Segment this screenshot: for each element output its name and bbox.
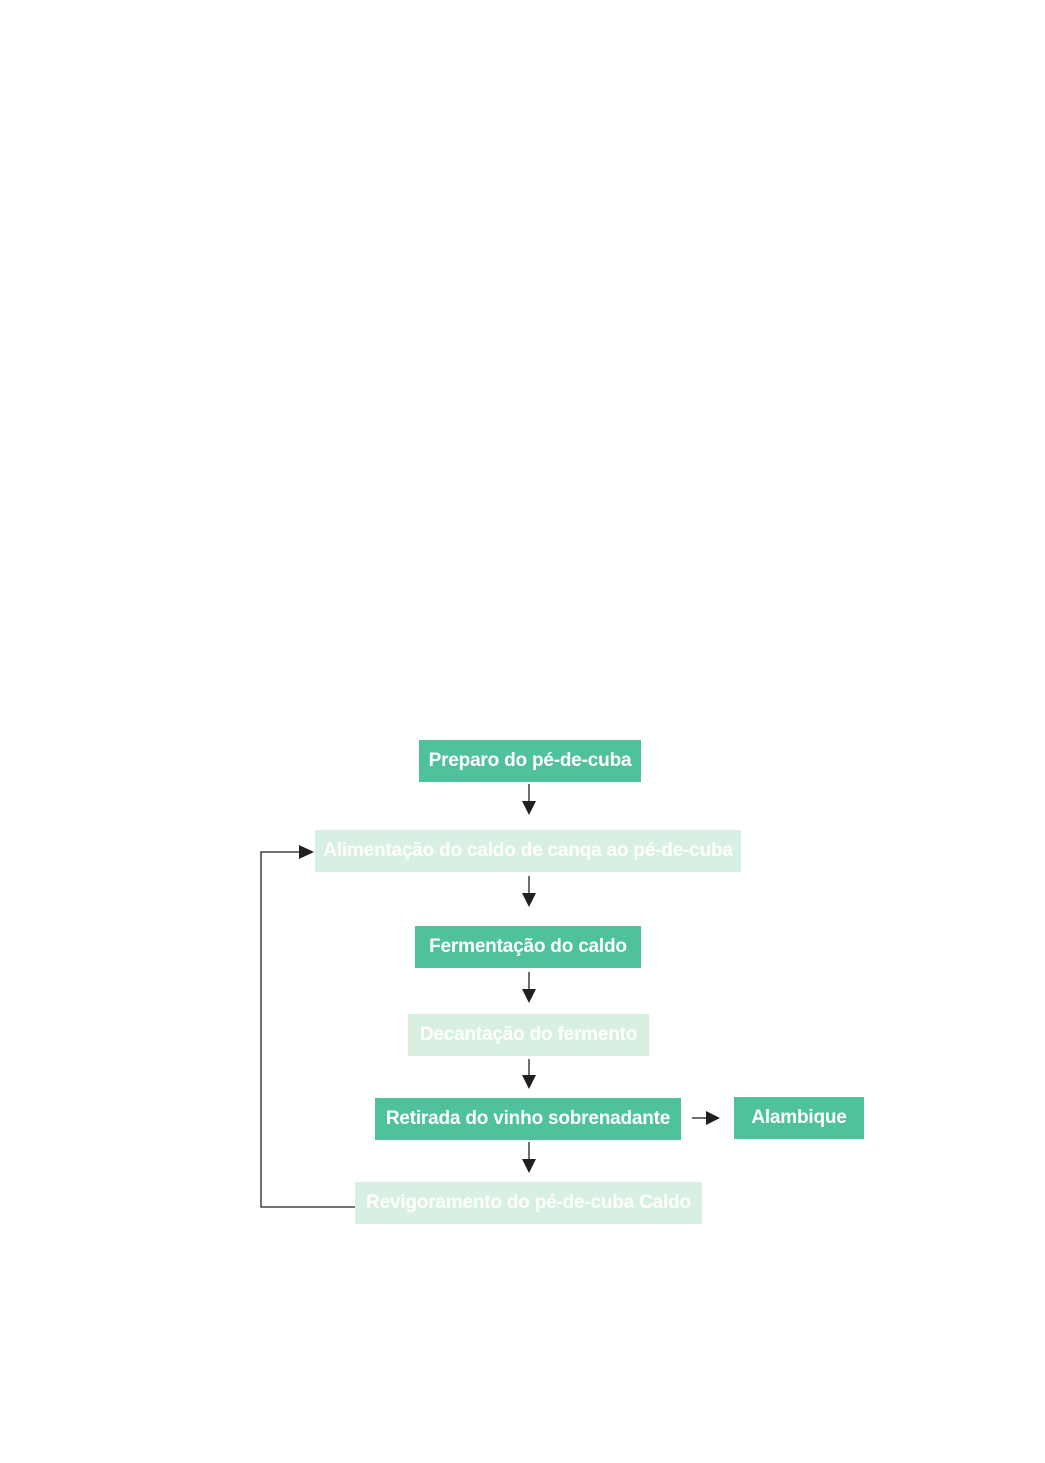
node-alambique-label: Alambique <box>751 1107 847 1128</box>
node-alambique: Alambique <box>734 1097 864 1139</box>
node-revigoramento: Revigoramento do pé-de-cuba Caldo <box>355 1182 702 1224</box>
arrowhead-down-2 <box>522 893 536 907</box>
arrowhead-down-1 <box>522 801 536 815</box>
node-fermentacao-label: Fermentação do caldo <box>429 936 627 957</box>
arrowhead-right-alambique <box>706 1111 720 1125</box>
node-preparo: Preparo do pé-de-cuba <box>419 740 641 782</box>
node-preparo-label: Preparo do pé-de-cuba <box>428 750 632 771</box>
node-decantacao: Decantação do fermento <box>408 1014 649 1056</box>
edge-revigoramento-alimentacao <box>260 851 355 1208</box>
arrowhead-down-5 <box>522 1159 536 1173</box>
node-retirada: Retirada do vinho sobrenadante <box>375 1098 681 1140</box>
arrowhead-down-4 <box>522 1075 536 1089</box>
node-revigoramento-label: Revigoramento do pé-de-cuba Caldo <box>366 1192 691 1213</box>
node-decantacao-label: Decantação do fermento <box>419 1024 638 1045</box>
arrowhead-down-3 <box>522 989 536 1003</box>
node-fermentacao: Fermentação do caldo <box>415 926 641 968</box>
node-alimentacao: Alimentação do caldo de canqa ao pé-de-c… <box>315 830 741 872</box>
node-alimentacao-label: Alimentação do caldo de canqa ao pé-de-c… <box>323 840 733 861</box>
arrowhead-right-loop <box>299 845 314 859</box>
node-retirada-label: Retirada do vinho sobrenadante <box>385 1108 671 1129</box>
